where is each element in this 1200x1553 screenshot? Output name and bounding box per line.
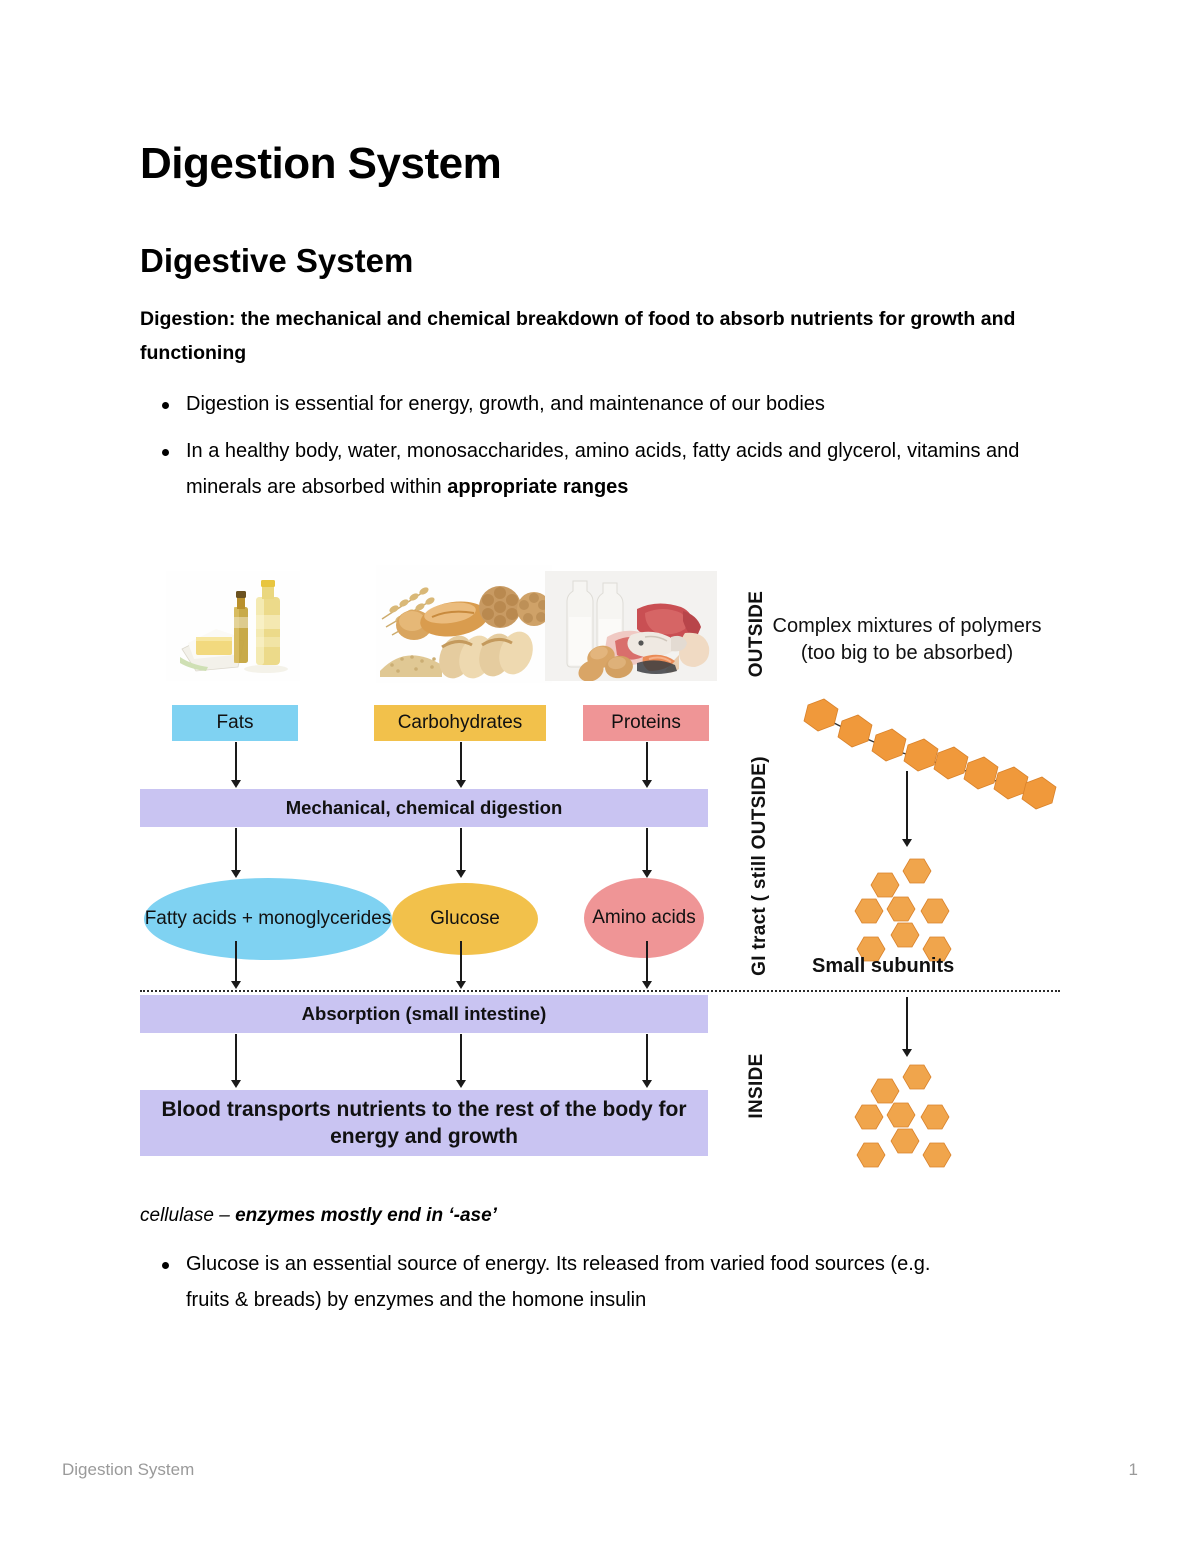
- polymer-caption: Complex mixtures of polymers (too big to…: [752, 613, 1062, 667]
- flow-arrow-down-icon: [641, 742, 653, 788]
- process-bar-label: Mechanical, chemical digestion: [285, 796, 563, 818]
- zone-label-inside: INSIDE: [746, 1026, 768, 1146]
- zone-label-gi-tract: GI tract ( still OUTSIDE): [749, 726, 771, 1006]
- chip-fats: Fats: [172, 705, 298, 741]
- chip-label: Carbohydrates: [397, 712, 523, 733]
- flow-arrow-down-icon: [230, 742, 242, 788]
- carbohydrates-photo: [376, 565, 552, 683]
- proteins-photo: [545, 571, 717, 681]
- footer-page-number: 1: [1128, 1460, 1138, 1479]
- process-bar-label: Blood transports nutrients to the rest o…: [161, 1097, 687, 1148]
- footer-title: Digestion System: [62, 1460, 195, 1479]
- chip-label: Fats: [216, 712, 254, 733]
- small-subunits-label-text: Small subunits: [812, 955, 955, 977]
- page-footer: Digestion System 1: [62, 1460, 1138, 1480]
- polymer-caption-line-2: (too big to be absorbed): [800, 642, 1014, 664]
- flow-arrow-down-icon: [455, 828, 467, 878]
- document-body-lower: cellulase – enzymes mostly end in ‘-ase’…: [140, 1205, 1060, 1330]
- bullet-text-emphasis: appropriate ranges: [447, 475, 629, 498]
- chip-proteins: Proteins: [583, 705, 709, 741]
- product-amino-acids: Amino acids: [584, 878, 704, 958]
- small-subunits-label: Small subunits: [812, 955, 954, 978]
- intro-bullet-list: Digestion is essential for energy, growt…: [140, 387, 1060, 506]
- zone-label-text: INSIDE: [746, 1053, 767, 1119]
- bullet-text-line-2: fruits & breads) by enzymes and the homo…: [186, 1288, 647, 1311]
- glucose-bullet-list: Glucose is an essential source of energy…: [140, 1247, 1060, 1318]
- flow-arrow-down-icon: [901, 997, 913, 1057]
- chip-carbohydrates: Carbohydrates: [374, 705, 546, 741]
- outside-inside-divider: [140, 990, 1060, 992]
- small-subunits-illustration: [840, 857, 1000, 967]
- flow-arrow-down-icon: [641, 941, 653, 989]
- flow-arrow-down-icon: [230, 828, 242, 878]
- digestion-flow-diagram: Fats Carbohydrates Proteins Mechanical, …: [140, 565, 1060, 1175]
- list-item: Glucose is an essential source of energy…: [162, 1247, 1056, 1318]
- enzyme-note-italic: cellulase –: [140, 1205, 236, 1226]
- bullet-text-line-1: Glucose is an essential source of energy…: [186, 1253, 931, 1275]
- list-item: In a healthy body, water, monosaccharide…: [162, 434, 1056, 505]
- flow-arrow-down-icon: [641, 828, 653, 878]
- polymer-chain-illustration: [788, 697, 1060, 815]
- flow-arrow-down-icon: [901, 771, 913, 847]
- process-bar-blood-transport: Blood transports nutrients to the rest o…: [140, 1090, 708, 1156]
- process-bar-absorption: Absorption (small intestine): [140, 995, 708, 1033]
- section-heading: Digestive System: [140, 242, 414, 280]
- page-title: Digestion System: [140, 139, 502, 188]
- product-glucose: Glucose: [392, 883, 538, 955]
- bullet-text: In a healthy body, water, monosaccharide…: [186, 440, 1020, 498]
- flow-arrow-down-icon: [230, 1034, 242, 1088]
- chip-label: Proteins: [611, 712, 681, 733]
- enzyme-note-bold: enzymes mostly end in ‘-ase’: [235, 1205, 497, 1226]
- flow-arrow-down-icon: [455, 941, 467, 989]
- flow-arrow-down-icon: [641, 1034, 653, 1088]
- polymer-caption-line-1: Complex mixtures of polymers: [772, 615, 1042, 637]
- process-bar-label: Absorption (small intestine): [301, 1002, 547, 1024]
- flow-arrow-down-icon: [230, 941, 242, 989]
- zone-label-text: GI tract ( still OUTSIDE): [749, 756, 770, 976]
- flow-arrow-down-icon: [455, 742, 467, 788]
- product-fatty-acids: Fatty acids + monoglycerides: [144, 878, 392, 960]
- document-body: Digestion System Digestive System Digest…: [140, 139, 1060, 517]
- product-label: Fatty acids + monoglycerides: [144, 908, 392, 930]
- fats-photo: [166, 571, 300, 681]
- absorbed-subunits-illustration: [840, 1063, 1000, 1173]
- lead-paragraph: Digestion: the mechanical and chemical b…: [140, 308, 1016, 365]
- process-bar-digestion: Mechanical, chemical digestion: [140, 789, 708, 827]
- list-item: Digestion is essential for energy, growt…: [162, 387, 1056, 423]
- flow-arrow-down-icon: [455, 1034, 467, 1088]
- bullet-text: Digestion is essential for energy, growt…: [186, 392, 825, 415]
- product-label: Amino acids: [592, 907, 696, 929]
- enzyme-note: cellulase – enzymes mostly end in ‘-ase’: [140, 1205, 1060, 1227]
- product-label: Glucose: [430, 908, 500, 930]
